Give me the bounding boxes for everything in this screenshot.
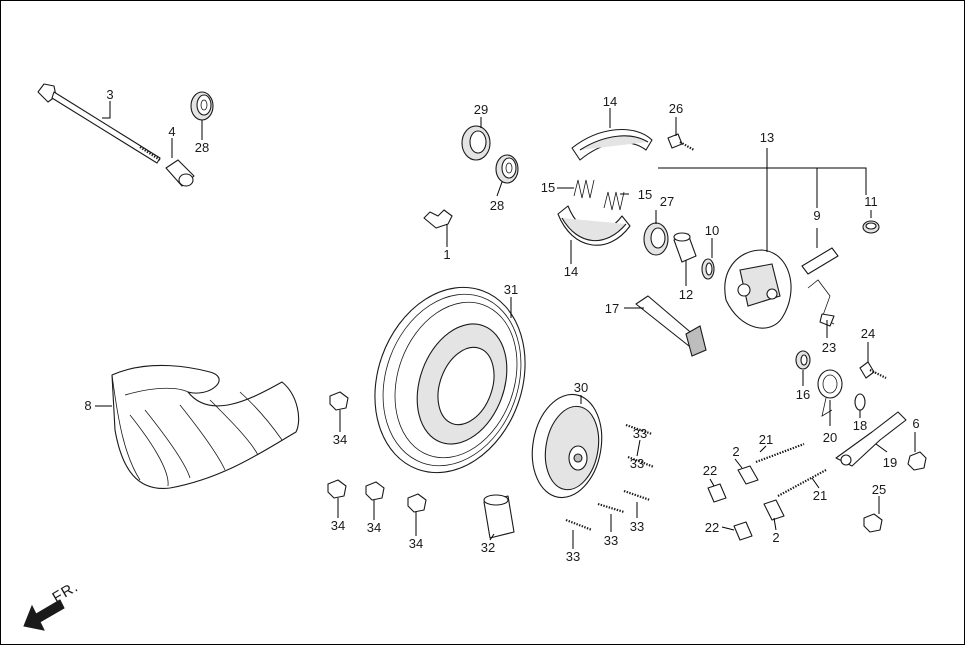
callout-33-d: 33	[566, 549, 580, 564]
part-bolt-26	[667, 133, 695, 151]
part-cap	[862, 220, 880, 234]
part-hub	[531, 393, 603, 499]
part-washer-16	[795, 350, 811, 370]
callout-34-a: 34	[333, 432, 347, 447]
callout-24: 24	[861, 326, 875, 341]
callout-1: 1	[443, 247, 450, 262]
callout-19: 19	[883, 455, 897, 470]
part-axle	[37, 83, 161, 164]
callout-2-lower: 2	[772, 530, 779, 545]
part-pin	[801, 247, 839, 275]
part-pin-22	[707, 483, 753, 541]
callout-30: 30	[574, 380, 588, 395]
callout-17: 17	[605, 301, 619, 316]
callout-12: 12	[679, 287, 693, 302]
callout-6: 6	[912, 416, 919, 431]
part-nut-25	[863, 513, 883, 533]
part-collar	[483, 494, 515, 539]
callout-33-b: 33	[630, 519, 644, 534]
callout-26: 26	[669, 101, 683, 116]
part-spacer	[165, 159, 195, 187]
part-return-spring	[817, 369, 843, 417]
callout-22-lower: 22	[705, 520, 719, 535]
callout-27: 27	[660, 194, 674, 209]
callout-13: 13	[760, 130, 774, 145]
part-tire	[111, 364, 300, 490]
part-bearing-left	[190, 91, 214, 121]
part-bearing-center	[495, 154, 519, 184]
callout-28-center: 28	[490, 198, 504, 213]
callout-20: 20	[823, 430, 837, 445]
part-nut-group	[327, 391, 427, 513]
callout-3: 3	[106, 87, 113, 102]
callout-25: 25	[872, 482, 886, 497]
part-brake-arm	[835, 411, 907, 467]
callout-21-upper: 21	[759, 432, 773, 447]
callout-16: 16	[796, 387, 810, 402]
callout-34-b: 34	[331, 518, 345, 533]
callout-4: 4	[168, 124, 175, 139]
callout-15-left: 15	[541, 180, 555, 195]
part-cam	[673, 232, 697, 263]
part-brake-shoe-lower	[557, 205, 631, 246]
callout-15-right: 15	[638, 187, 652, 202]
part-dust-seal	[643, 222, 669, 256]
callout-11: 11	[864, 194, 878, 209]
callout-21-lower: 21	[813, 488, 827, 503]
callout-33-a: 33	[630, 456, 644, 471]
part-seal	[461, 125, 491, 161]
part-adjust-rods	[755, 442, 827, 497]
part-brake-shoe-upper	[571, 129, 653, 161]
part-rim	[374, 286, 526, 474]
callout-22-upper: 22	[703, 463, 717, 478]
callout-29: 29	[474, 102, 488, 117]
callout-34-d: 34	[409, 536, 423, 551]
part-brake-panel	[724, 249, 792, 329]
part-nut-6	[907, 451, 927, 471]
callout-28-left: 28	[195, 140, 209, 155]
callout-32: 32	[481, 540, 495, 555]
front-direction-label: FR.	[50, 578, 82, 606]
callout-18: 18	[853, 418, 867, 433]
callout-31: 31	[504, 282, 518, 297]
callout-33-c: 33	[604, 533, 618, 548]
part-cable-fitting	[635, 295, 707, 357]
part-valve	[423, 209, 453, 229]
leader-lines	[95, 101, 916, 549]
part-clip	[807, 279, 835, 327]
part-stud-group	[565, 423, 655, 532]
part-fitting-18	[854, 393, 866, 411]
callout-23: 23	[822, 340, 836, 355]
part-washer-10	[701, 258, 715, 280]
callout-labels: 1 2 2 3 4 6 8 9 10 11 12 13 14 14 15 15 …	[84, 87, 919, 564]
callout-33-e: 33	[633, 426, 647, 441]
callout-2-upper: 2	[732, 444, 739, 459]
front-arrow-icon	[23, 599, 65, 631]
front-direction-indicator: FR.	[23, 578, 82, 631]
callout-34-c: 34	[367, 520, 381, 535]
callout-14-upper: 14	[603, 94, 617, 109]
callout-10: 10	[705, 223, 719, 238]
part-spring-pair	[573, 179, 625, 211]
callout-8: 8	[84, 398, 91, 413]
part-joint-pieces	[737, 465, 785, 521]
callout-14-lower: 14	[564, 264, 578, 279]
part-bolt-24	[859, 361, 887, 379]
callout-9: 9	[813, 208, 820, 223]
